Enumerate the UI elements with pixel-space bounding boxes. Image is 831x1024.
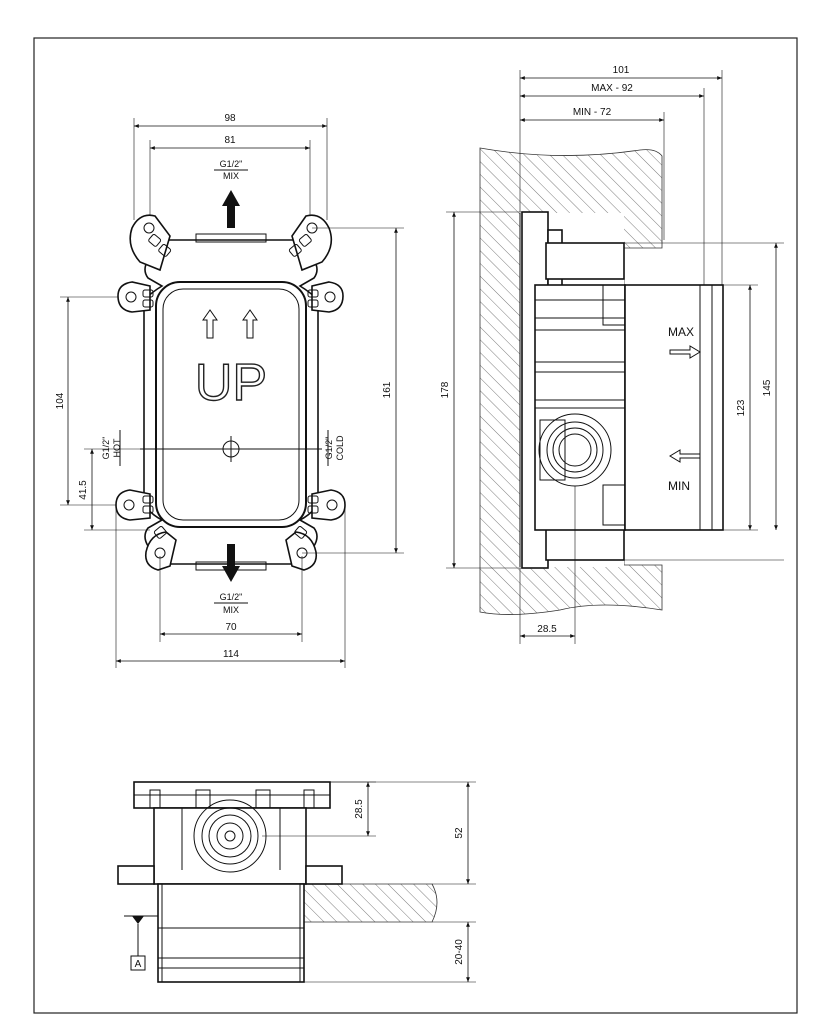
side-view: MAX MIN 101 MAX - 92 MIN - 72 178 145	[440, 65, 784, 644]
center-mark	[140, 436, 322, 462]
arrow-left-icon	[669, 449, 701, 463]
front-inner-cavity	[155, 281, 307, 528]
outlet-top-label: MIX	[223, 171, 239, 181]
dim-label-145: 145	[762, 379, 773, 396]
dim-label-41-5: 41.5	[78, 480, 89, 500]
mounting-ear-mid-left	[117, 281, 151, 313]
hollow-up-arrow-icon	[202, 309, 258, 339]
dim-label-101: 101	[613, 65, 630, 76]
inlet-hot-thread: G1/2"	[101, 437, 111, 460]
top-extension-sleeve	[157, 883, 305, 983]
front-view: 98 81 G1/2" MIX	[55, 113, 404, 668]
datum-marker: A	[124, 915, 158, 971]
dim-label-104: 104	[55, 392, 66, 409]
flange-ribs	[142, 234, 319, 539]
up-text: UP	[195, 354, 267, 412]
flow-arrow-up-icon	[222, 190, 240, 228]
dim-label-max-92: MAX - 92	[591, 83, 633, 94]
dim-label-123: 123	[736, 399, 747, 416]
top-wall-section-hatch	[303, 883, 438, 923]
top-valve-body	[153, 807, 307, 885]
dim-label-28-5-top: 28.5	[354, 799, 365, 819]
label-min: MIN	[668, 479, 690, 493]
dim-label-114: 114	[223, 649, 239, 660]
dim-label-28-5-side: 28.5	[537, 624, 557, 635]
inlet-cold-thread: G1/2"	[324, 437, 334, 460]
mounting-ear-low-left	[115, 489, 151, 521]
mounting-ear-bottom-right	[285, 531, 318, 571]
mounting-ear-low-right	[311, 489, 346, 521]
top-view: A 28.5 52 20-40	[117, 781, 476, 983]
inlet-cold-label: COLD	[335, 435, 345, 461]
mounting-ear-mid-right	[311, 281, 344, 313]
dim-label-81: 81	[224, 135, 236, 146]
dim-label-161: 161	[382, 381, 393, 398]
arrow-right-icon	[669, 345, 701, 359]
dim-label-98: 98	[224, 113, 236, 124]
dim-label-70: 70	[225, 622, 237, 633]
dim-label-178: 178	[440, 381, 451, 398]
datum-label: A	[135, 959, 142, 970]
flow-arrow-down-icon	[222, 544, 240, 582]
outlet-top-thread: G1/2"	[220, 159, 243, 169]
dim-label-min-72: MIN - 72	[573, 107, 612, 118]
inlet-hot-label: HOT	[112, 438, 122, 458]
dim-label-20-40: 20-40	[454, 939, 465, 965]
label-max: MAX	[668, 325, 694, 339]
outlet-bottom-thread: G1/2"	[220, 592, 243, 602]
dim-label-52: 52	[454, 827, 465, 839]
side-extension-sleeve	[624, 284, 724, 531]
sheet-border	[33, 37, 798, 1014]
outlet-bottom-label: MIX	[223, 605, 239, 615]
